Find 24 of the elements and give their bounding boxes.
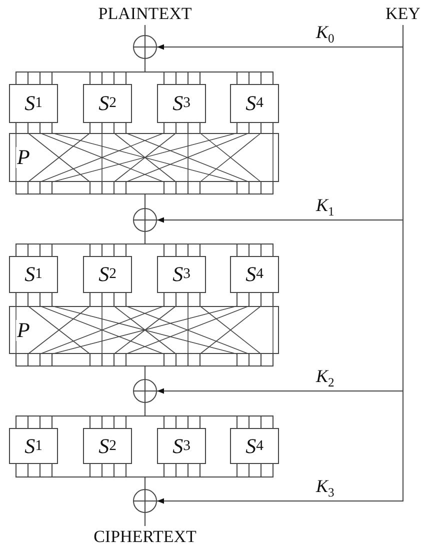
arrow bbox=[156, 24, 404, 504]
bit-wire bbox=[144, 512, 146, 526]
bit-wire bbox=[248, 292, 250, 306]
bit-wire bbox=[272, 122, 274, 134]
io-label: PLAINTEXT bbox=[85, 3, 205, 25]
box-label: P bbox=[16, 147, 31, 168]
bit-wire bbox=[236, 122, 238, 134]
bit-wire bbox=[248, 122, 250, 134]
edge-label: K$_{3}$ bbox=[314, 477, 336, 500]
edge-label: K$_{0}$ bbox=[314, 23, 336, 46]
bit-wire bbox=[260, 122, 262, 134]
xor-circle bbox=[133, 35, 157, 59]
box-label: P bbox=[16, 320, 31, 340]
xor-circle bbox=[133, 489, 157, 513]
io-label: KEY bbox=[378, 3, 428, 25]
edge-label: K$_{2}$ bbox=[314, 367, 336, 390]
xor-circle bbox=[133, 379, 157, 403]
edge-label: K$_{1}$ bbox=[314, 196, 336, 218]
bit-wire bbox=[144, 24, 146, 36]
bit-wire bbox=[236, 292, 238, 306]
io-label: CIPHERTEXT bbox=[85, 526, 205, 548]
xor-circle bbox=[133, 208, 157, 232]
bit-wire bbox=[260, 292, 262, 306]
bit-wire bbox=[272, 292, 274, 306]
